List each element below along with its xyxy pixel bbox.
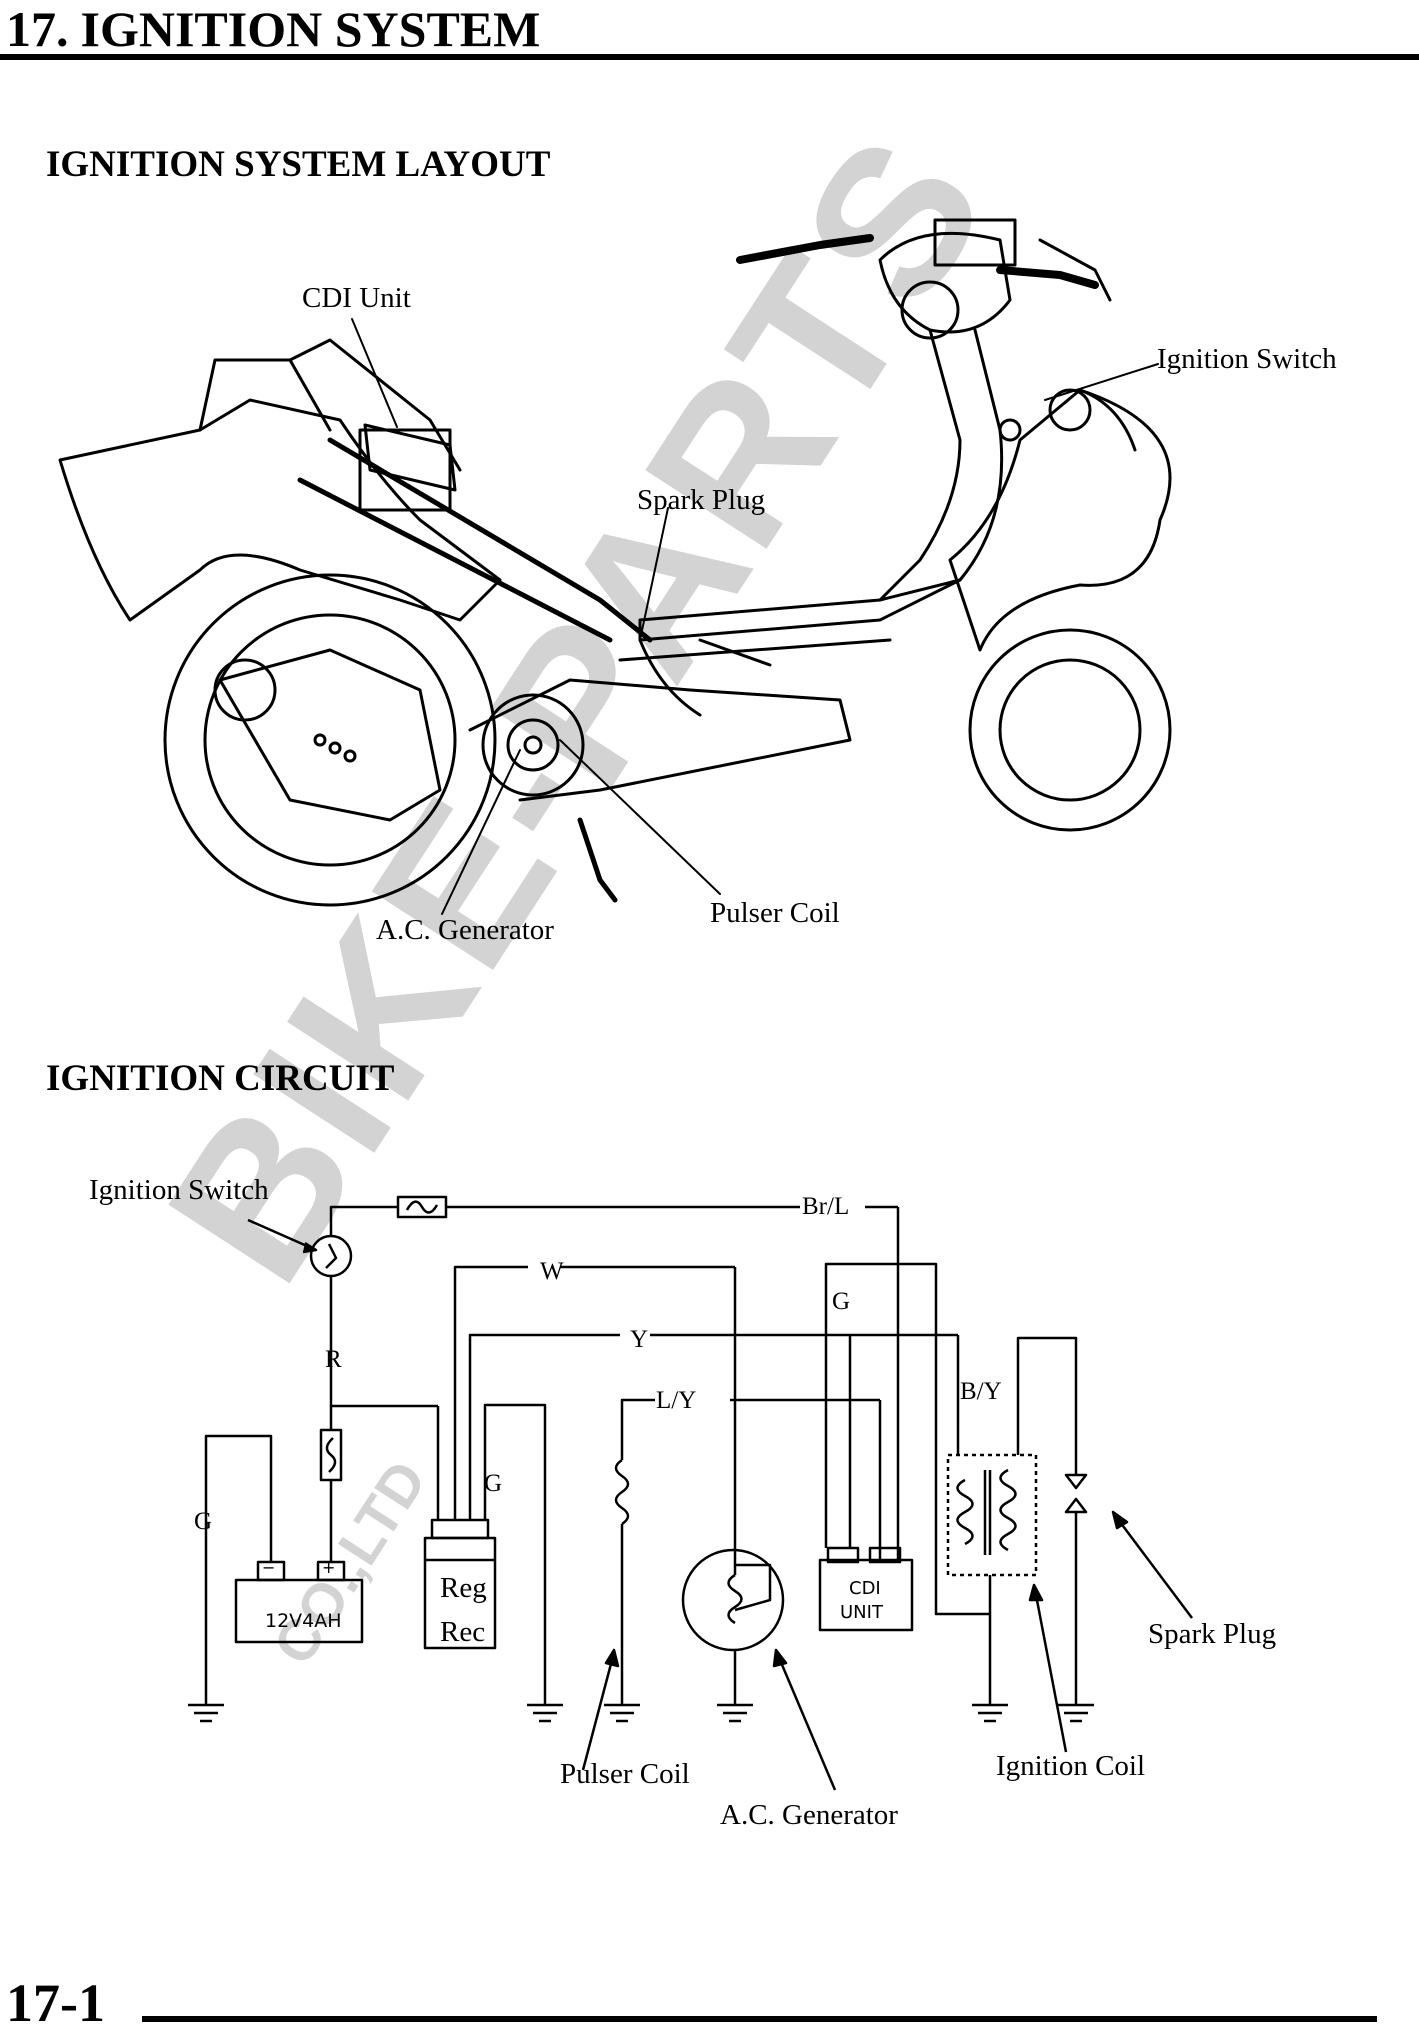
battery-minus: −: [262, 1558, 276, 1577]
ground-battery: [188, 1703, 224, 1723]
ground-pulser: [604, 1703, 640, 1723]
rear-wheel: [163, 573, 497, 907]
circuit-section-title: IGNITION CIRCUIT: [46, 1058, 395, 1099]
spark-plug-symbol: [1064, 1473, 1088, 1490]
ground-generator: [717, 1703, 753, 1723]
wire-b-y: B/Y: [960, 1378, 1002, 1405]
label-spark-plug-circuit: Spark Plug: [1148, 1618, 1277, 1650]
header-rule: [0, 54, 1419, 60]
label-ac-generator-layout: A.C. Generator: [376, 914, 554, 946]
ignition-coil-symbol: [946, 1453, 1038, 1577]
wire-l-y: L/Y: [656, 1387, 697, 1414]
label-ac-generator-circuit: A.C. Generator: [720, 1799, 898, 1831]
ground-coil: [972, 1703, 1008, 1723]
cdi-label-line2: UNIT: [840, 1602, 883, 1623]
battery-label: 12V4AH: [265, 1610, 342, 1632]
cdi-unit-symbol: [818, 1558, 914, 1632]
chapter-number: 17.: [6, 1, 69, 57]
label-ignition-switch-layout: Ignition Switch: [1157, 343, 1337, 375]
wire-w: W: [540, 1258, 564, 1285]
layout-section-title: IGNITION SYSTEM LAYOUT: [46, 144, 551, 185]
wire-g-top: G: [832, 1288, 851, 1315]
ground-spark: [1058, 1703, 1094, 1723]
ac-generator-symbol: [681, 1548, 785, 1652]
cdi-label-line1: CDI: [849, 1578, 881, 1599]
battery: [234, 1578, 364, 1644]
label-pulser-coil-layout: Pulser Coil: [710, 897, 840, 929]
footer-rule: [142, 2016, 1377, 2022]
label-ignition-switch-circuit: Ignition Switch: [89, 1174, 269, 1206]
battery-plus: +: [322, 1558, 336, 1577]
front-wheel: [968, 628, 1172, 832]
generator-housing: [481, 693, 585, 797]
label-ignition-coil: Ignition Coil: [996, 1750, 1146, 1782]
pulser-coil-symbol: [614, 1458, 630, 1526]
chapter-title: IGNITION SYSTEM: [80, 1, 541, 57]
chapter-heading: 17.IGNITION SYSTEM: [6, 0, 540, 58]
page-number: 17-1: [6, 1973, 105, 2033]
ignition-switch-symbol: [309, 1234, 353, 1278]
wire-br-l: Br/L: [802, 1193, 850, 1220]
label-cdi-unit: CDI Unit: [302, 282, 411, 314]
regrec-label-rec: Rec: [440, 1616, 486, 1648]
label-pulser-coil-circuit: Pulser Coil: [560, 1758, 690, 1790]
wire-g-battery: G: [194, 1508, 213, 1535]
wire-r: R: [325, 1346, 342, 1373]
label-spark-plug-layout: Spark Plug: [637, 484, 766, 516]
regrec-label-reg: Reg: [440, 1572, 487, 1604]
ground-regrec: [527, 1703, 563, 1723]
wire-y: Y: [630, 1326, 649, 1353]
wire-g-regrec: G: [484, 1470, 503, 1497]
